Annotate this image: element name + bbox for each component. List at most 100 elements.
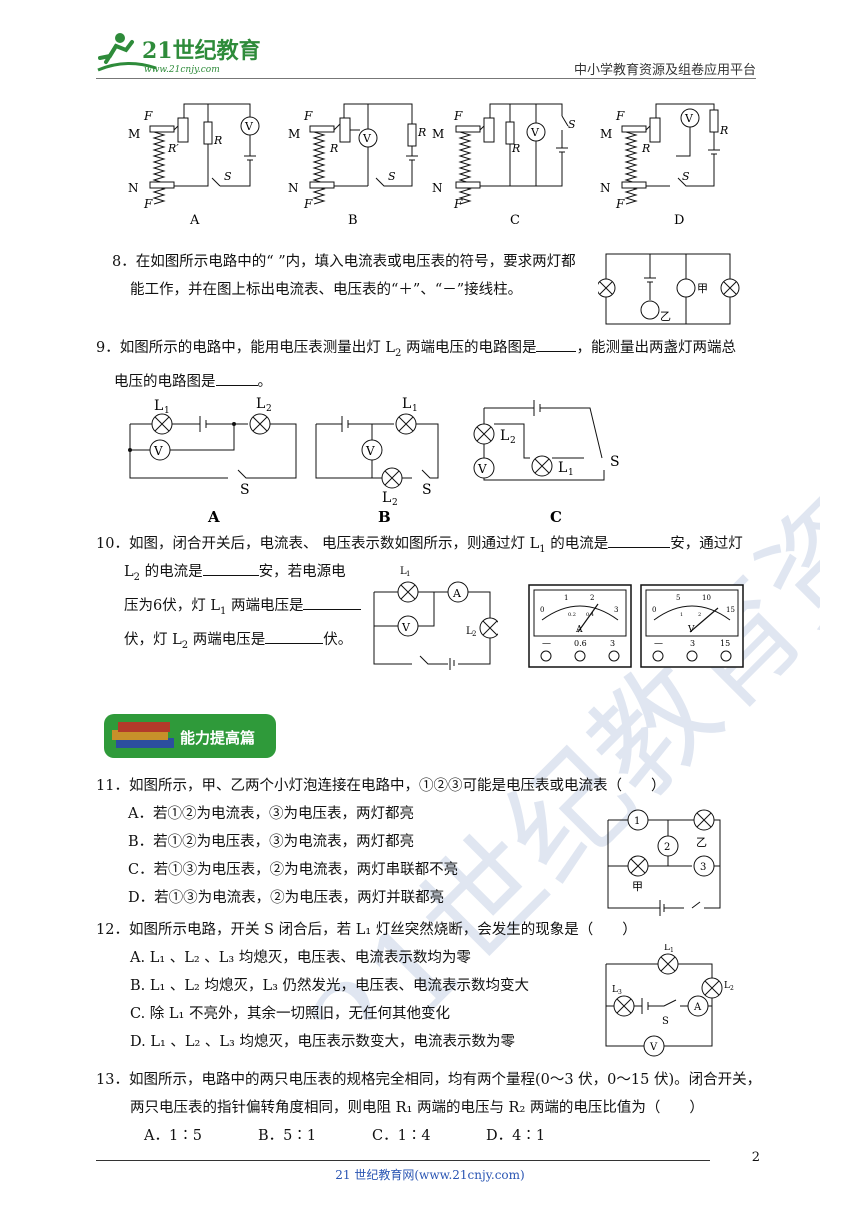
svg-text:F: F <box>615 109 625 123</box>
svg-text:1: 1 <box>634 816 640 827</box>
question-10: 10．如图，闭合开关后，电流表、 电压表示数如图所示，则通过灯 L1 的电流是安… <box>96 530 776 564</box>
svg-text:L: L <box>724 981 730 991</box>
svg-text:0: 0 <box>540 606 544 614</box>
q12-option-d: D. L₁ 、L₂ 、L₃ 均熄灭，电压表示数变大，电流表示数为零 <box>130 1034 515 1050</box>
q10-blank-1[interactable] <box>608 531 671 548</box>
q11-option-a: A．若①②为电流表，③为电压表，两灯都亮 <box>128 806 414 822</box>
site-logo: 21世纪教育 www.21cnjy.com <box>96 28 266 78</box>
figure-d: M N F F R V R S D <box>600 103 728 228</box>
figure-c: M N F F R V S C <box>432 103 576 228</box>
svg-text:1: 1 <box>564 594 568 602</box>
svg-text:L: L <box>466 626 473 637</box>
svg-text:N: N <box>128 181 139 195</box>
q12-option-b: B. L₁ 、L₂ 均熄灭，L₃ 仍然发光，电压表、电流表示数均变大 <box>130 978 530 994</box>
svg-text:—: — <box>654 639 663 649</box>
q11-stem: 11．如图所示，甲、乙两个小灯泡连接在电路中，①②③可能是电压表或电流表（ ） <box>96 778 666 794</box>
svg-text:2: 2 <box>730 985 734 992</box>
svg-text:R: R <box>719 124 728 137</box>
q8-line1: 8．在如图所示电路中的“ ”内，填入电流表或电压表的符号，要求两灯都 <box>112 254 576 270</box>
svg-text:2: 2 <box>510 436 516 446</box>
svg-text:V: V <box>362 132 372 145</box>
svg-text:R: R <box>329 142 338 155</box>
svg-text:V: V <box>687 625 695 635</box>
svg-text:1: 1 <box>670 947 674 954</box>
svg-text:L: L <box>400 566 407 577</box>
svg-text:1: 1 <box>164 406 170 416</box>
q13-option-b: B．5∶1 <box>258 1128 317 1144</box>
svg-text:S: S <box>662 1016 669 1027</box>
svg-text:S: S <box>240 482 250 498</box>
q9-blank-2[interactable] <box>215 369 258 386</box>
svg-text:2: 2 <box>392 498 398 508</box>
header-platform-text: 中小学教育资源及组卷应用平台 <box>573 63 756 78</box>
books-icon <box>112 722 174 748</box>
svg-text:V: V <box>365 444 375 458</box>
svg-text:甲: 甲 <box>632 880 643 893</box>
svg-text:V: V <box>244 120 254 133</box>
figure-label-c: C <box>510 213 520 228</box>
svg-text:L: L <box>154 398 163 414</box>
svg-text:L: L <box>382 490 391 506</box>
svg-text:1: 1 <box>412 404 418 414</box>
svg-text:5: 5 <box>676 594 680 602</box>
svg-text:M: M <box>600 127 612 141</box>
question-13: 13．如图所示，电路中的两只电压表的规格完全相同，均有两个量程(0～3 伏，0～… <box>96 1066 776 1150</box>
svg-text:—: — <box>542 639 551 649</box>
svg-text:0.6: 0.6 <box>574 639 587 648</box>
svg-text:S: S <box>682 170 690 183</box>
q10-blank-2[interactable] <box>202 559 259 576</box>
q9-blank-1[interactable] <box>536 335 577 352</box>
svg-text:M: M <box>128 127 140 141</box>
q13-line1: 13．如图所示，电路中的两只电压表的规格完全相同，均有两个量程(0～3 伏，0～… <box>96 1072 762 1088</box>
question-12: 12．如图所示电路，开关 S 闭合后，若 L₁ 灯丝突然烧断，会发生的现象是（ … <box>96 916 696 1056</box>
svg-text:3: 3 <box>690 639 695 648</box>
q13-option-c: C．1∶4 <box>372 1128 431 1144</box>
svg-text:15: 15 <box>726 606 735 614</box>
svg-text:S: S <box>422 482 432 498</box>
svg-text:2: 2 <box>664 842 670 853</box>
svg-text:L: L <box>558 460 567 476</box>
svg-text:3: 3 <box>700 862 706 873</box>
svg-text:F: F <box>143 109 153 123</box>
svg-text:L: L <box>256 396 265 412</box>
runner-logo-icon <box>97 33 157 72</box>
svg-text:F: F <box>143 197 153 211</box>
figure-label-b: B <box>348 213 358 228</box>
svg-text:3: 3 <box>618 989 622 996</box>
page-number: 2 <box>751 1150 760 1165</box>
svg-text:1: 1 <box>568 468 574 478</box>
section-banner: 能力提高篇 <box>104 712 276 760</box>
svg-text:R: R <box>641 142 650 155</box>
svg-text:S: S <box>568 118 576 131</box>
q11-figure: 1 乙 2 甲 3 <box>600 806 730 916</box>
svg-text:甲: 甲 <box>697 282 708 295</box>
svg-text:V: V <box>401 621 411 634</box>
svg-text:L: L <box>402 396 411 412</box>
q13-line2: 两只电压表的指针偏转角度相同，则电阻 R₁ 两端的电压与 R₂ 两端的电压比值为… <box>130 1100 704 1116</box>
q12-option-a: A. L₁ 、L₂ 、L₃ 均熄灭，电压表、电流表示数均为零 <box>130 950 471 966</box>
q10-blank-4[interactable] <box>265 627 324 644</box>
svg-text:F: F <box>453 109 463 123</box>
voltmeter-dial: 0 5 10 15 1 2 V — 3 15 <box>640 584 744 668</box>
svg-text:S: S <box>388 170 396 183</box>
svg-text:3: 3 <box>614 606 618 614</box>
svg-text:R: R <box>213 134 222 147</box>
svg-text:R′: R′ <box>167 142 179 155</box>
svg-text:F: F <box>303 197 313 211</box>
svg-text:R: R <box>511 142 520 155</box>
q10-blank-3[interactable] <box>303 593 362 610</box>
svg-text:10: 10 <box>702 594 711 602</box>
svg-text:M: M <box>432 127 444 141</box>
footer-text[interactable]: 21 世纪教育网(www.21cnjy.com) <box>335 1168 525 1182</box>
svg-text:A: A <box>575 625 583 635</box>
svg-text:L: L <box>500 428 509 444</box>
svg-text:F: F <box>303 109 313 123</box>
svg-text:A: A <box>693 1002 702 1013</box>
svg-text:N: N <box>600 181 611 195</box>
figure-label-d: D <box>674 213 684 228</box>
q12-stem: 12．如图所示电路，开关 S 闭合后，若 L₁ 灯丝突然烧断，会发生的现象是（ … <box>96 922 637 938</box>
